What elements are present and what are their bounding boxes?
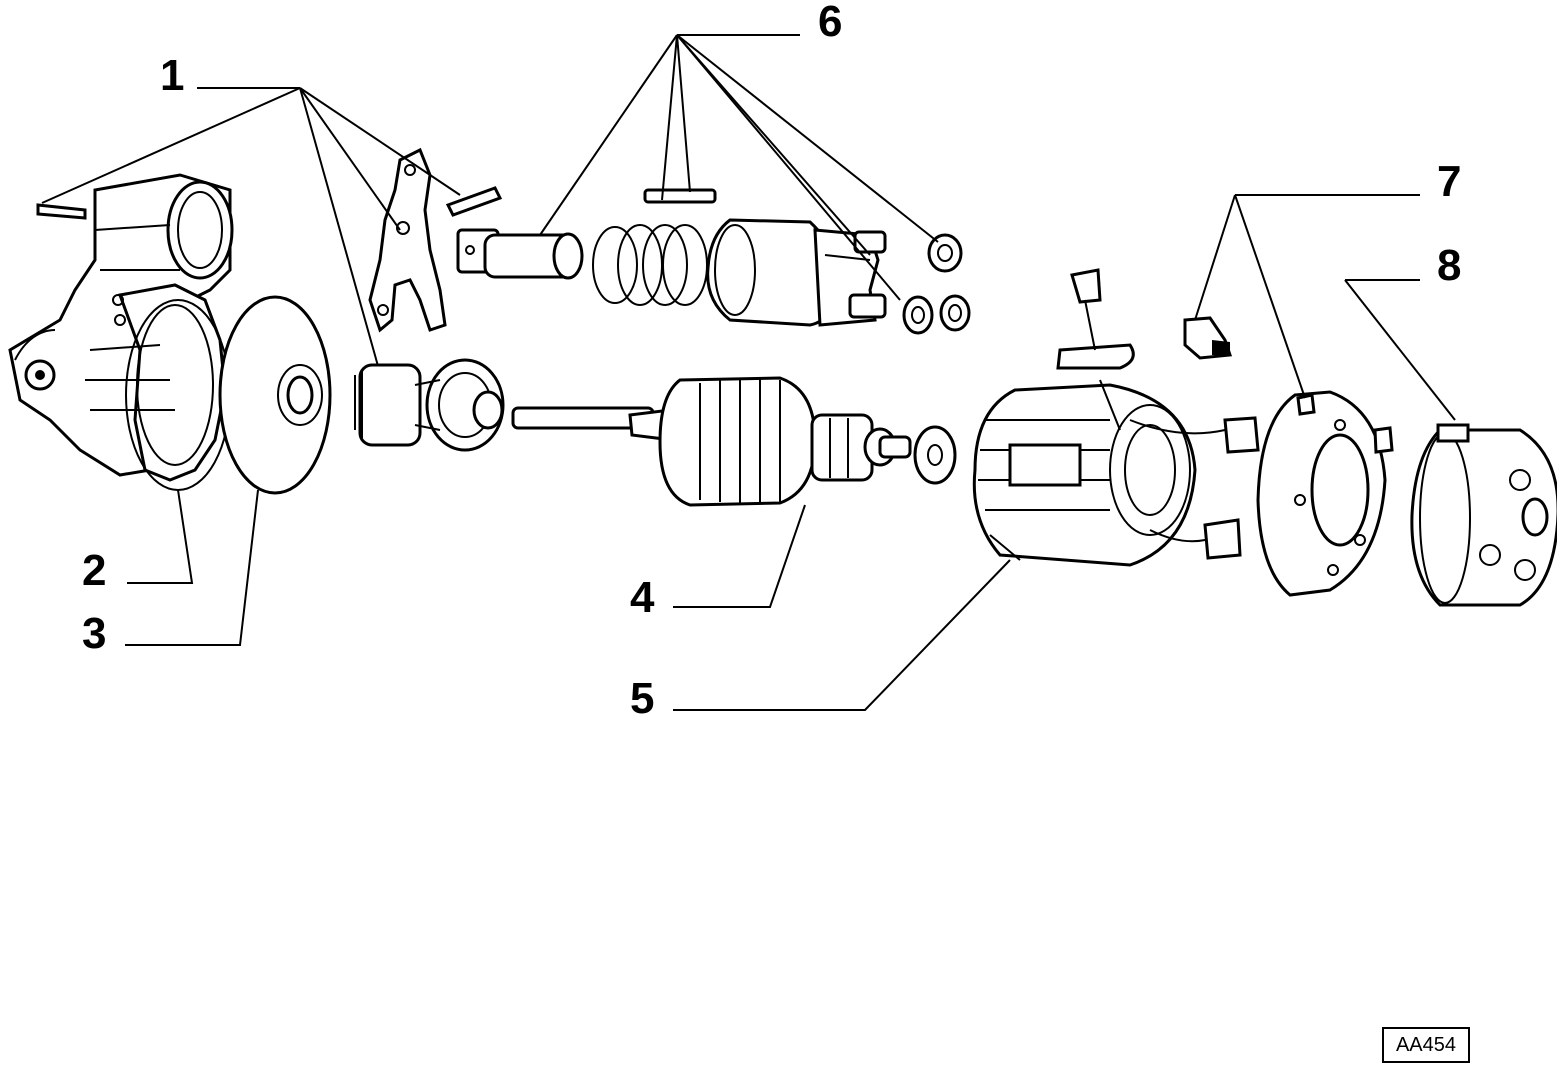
housing-bushing-pin [36, 203, 87, 220]
callout-numbers: 1 2 3 4 5 6 7 8 [82, 0, 1461, 723]
drive-end-housing [8, 173, 234, 482]
reference-code-label: AA454 [1382, 1027, 1470, 1063]
intermediate-plate [218, 295, 332, 495]
callout-4: 4 [630, 573, 655, 622]
callout-2: 2 [82, 546, 106, 595]
callout-3: 3 [82, 609, 106, 658]
brush-clip [1183, 316, 1233, 360]
armature-washer [913, 425, 957, 485]
brush-holder-plate [1256, 390, 1394, 597]
callout-7: 7 [1437, 157, 1461, 206]
callout-6: 6 [818, 0, 842, 46]
fork-pivot-pin [445, 186, 503, 217]
shift-fork-lever [368, 147, 447, 333]
armature [511, 376, 912, 507]
solenoid-body [706, 218, 887, 327]
solenoid-nuts [902, 233, 971, 335]
pinion-clutch-assembly [354, 358, 505, 452]
callout-8: 8 [1437, 241, 1461, 290]
commutator-end-cover [1410, 423, 1557, 607]
callout-5: 5 [630, 674, 654, 723]
solenoid-spring [592, 224, 708, 306]
field-coil-housing [972, 268, 1260, 567]
leader-lines [41, 34, 1456, 711]
solenoid-pin [643, 188, 717, 204]
callout-1: 1 [160, 51, 184, 100]
solenoid-plunger [456, 228, 584, 280]
